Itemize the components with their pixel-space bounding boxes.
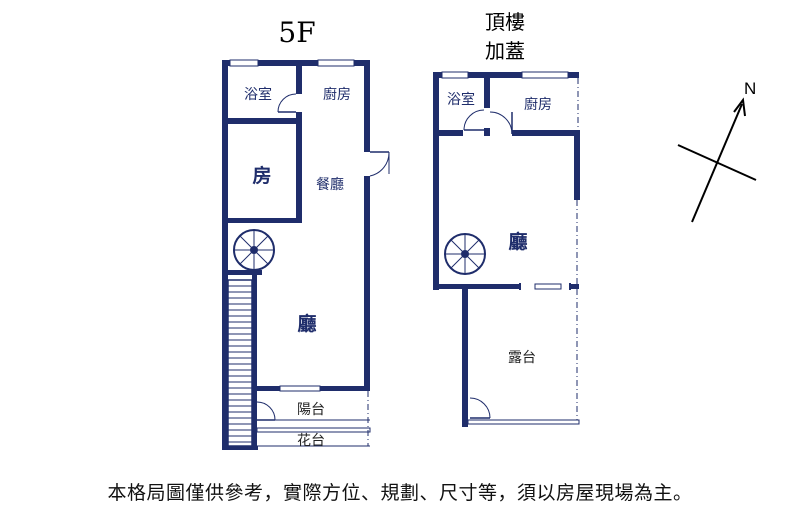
plan-5f-title: 5F xyxy=(278,16,315,49)
window xyxy=(521,71,569,79)
plan-rooftop-title-line2: 加蓋 xyxy=(485,39,525,63)
north-label: N xyxy=(744,79,756,98)
door-swing xyxy=(463,109,485,131)
room-label-living: 廳 xyxy=(508,230,527,253)
window xyxy=(534,283,562,290)
wall xyxy=(519,283,521,290)
window xyxy=(317,59,355,67)
wall xyxy=(364,60,370,152)
wall xyxy=(571,284,579,289)
wall xyxy=(433,72,439,290)
plan-rooftop: 頂樓 加蓋 xyxy=(433,10,580,427)
spiral-stair xyxy=(233,229,275,271)
room-label-kitchen: 廚房 xyxy=(323,86,351,103)
disclaimer-text: 本格局圖僅供參考，實際方位、規劃、尺寸等，須以房屋現場為主。 xyxy=(107,482,693,504)
wall xyxy=(222,60,228,450)
room-label-bathroom: 浴室 xyxy=(244,86,272,103)
wall xyxy=(222,270,262,275)
wall xyxy=(569,283,571,290)
room-label-terrace: 露台 xyxy=(508,350,536,366)
wall xyxy=(512,130,580,136)
plan-5f: 5F xyxy=(222,16,390,450)
door-swing xyxy=(469,397,491,419)
door-swing xyxy=(277,93,297,113)
wall xyxy=(296,60,302,94)
room-label-balcony: 陽台 xyxy=(297,402,325,418)
north-arrow: N xyxy=(677,79,757,223)
north-arrow-cross xyxy=(677,144,757,181)
room-label-kitchen: 廚房 xyxy=(524,96,552,113)
wall xyxy=(222,118,300,124)
wall xyxy=(433,130,463,136)
door-swing xyxy=(369,151,390,177)
north-arrow-head xyxy=(733,97,746,117)
window xyxy=(229,59,259,67)
floor-plan-canvas: 5F xyxy=(222,10,757,450)
wall xyxy=(484,128,490,136)
wall xyxy=(574,132,580,200)
wall xyxy=(222,446,258,450)
wall xyxy=(462,289,468,427)
wall xyxy=(296,118,302,222)
window xyxy=(441,71,469,79)
wall xyxy=(252,275,257,450)
spiral-stair xyxy=(444,233,486,275)
wall xyxy=(222,218,302,223)
window xyxy=(279,385,321,392)
plan-rooftop-title-line1: 頂樓 xyxy=(485,10,525,34)
door-swing xyxy=(256,401,276,421)
room-label-dining: 餐廳 xyxy=(316,176,344,193)
room-label-bedroom: 房 xyxy=(252,164,271,187)
room-label-planter: 花台 xyxy=(297,433,325,449)
room-label-living: 廳 xyxy=(297,312,316,335)
terrace-rail xyxy=(467,419,580,425)
room-label-bathroom: 浴室 xyxy=(447,91,475,108)
wall xyxy=(439,284,519,289)
wall xyxy=(484,78,490,108)
wall xyxy=(364,176,370,391)
wall xyxy=(433,72,579,78)
door-swing xyxy=(489,111,513,135)
straight-stair xyxy=(227,279,253,447)
balcony-rail xyxy=(256,427,371,433)
